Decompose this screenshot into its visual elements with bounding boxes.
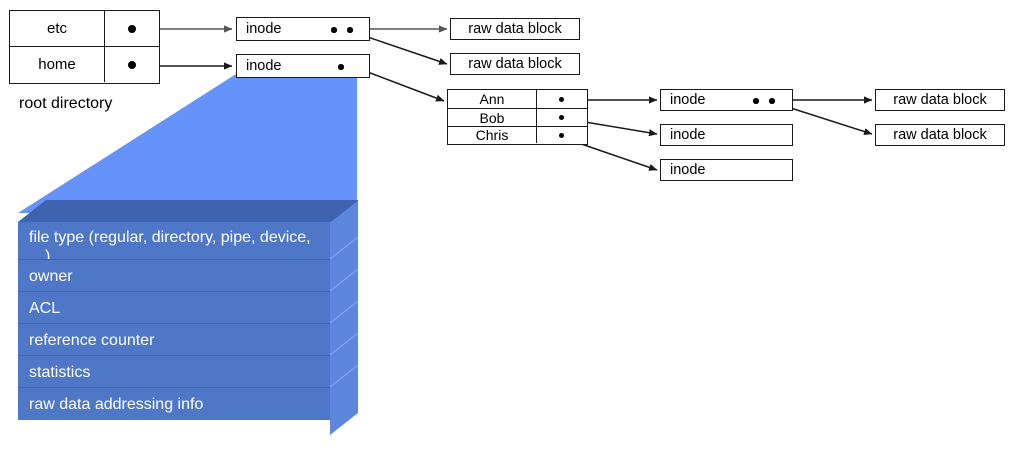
home-entry-pointer-chris [537,127,586,143]
inode-field-reference-counter: reference counter [18,323,330,355]
table-row[interactable]: Chris [448,126,587,143]
inode-pointer-dot-icon [769,98,775,104]
raw-data-block-1[interactable]: raw data block [450,18,580,40]
inode-pointer-dot-icon [331,27,337,33]
link-inodehome-homedir [356,67,445,102]
inode-detail-box: file type (regular, directory, pipe, dev… [18,200,359,455]
home-entry-name-ann: Ann [448,90,537,108]
pointer-dot-icon [559,115,564,120]
pointer-dot-icon [559,132,564,138]
inode-label: inode [246,20,282,37]
raw-data-block-label: raw data block [893,91,987,108]
home-entry-pointer-ann [537,90,586,108]
pointer-dot-icon [559,96,564,102]
raw-data-block-label: raw data block [893,126,987,143]
inode-pointer-dot-icon [753,98,759,104]
raw-data-block-2[interactable]: raw data block [450,53,580,75]
home-directory-table: Ann Bob Chris [447,89,588,145]
inode-field-statistics: statistics [18,355,330,387]
inode-field-raw-data-addressing: raw data addressing info [18,387,330,420]
raw-data-block-3[interactable]: raw data block [875,89,1005,111]
home-entry-pointer-bob [537,109,586,126]
raw-data-block-label: raw data block [468,20,562,37]
inode-label: inode [670,91,706,108]
inode-pointer-dot-icon [347,27,353,33]
inode-box-bob[interactable]: inode [660,124,793,146]
inode-pointer-dot-icon [338,64,344,70]
table-row[interactable]: home [10,46,159,82]
inode-label: inode [670,161,706,178]
pointer-dot-icon [127,24,136,33]
inode-label: inode [670,126,706,143]
inode-box-ann[interactable]: inode [660,89,793,111]
raw-data-block-label: raw data block [468,55,562,72]
inode-field-file-type: file type (regular, directory, pipe, dev… [18,222,330,265]
root-entry-pointer-etc [105,11,158,46]
root-directory-table: etc home [9,10,160,84]
table-row[interactable]: Bob [448,108,587,126]
inode-field-owner: owner [18,259,330,291]
raw-data-block-4[interactable]: raw data block [875,124,1005,146]
zoom-callout-wedge [18,74,357,213]
pointer-dot-icon [127,60,136,69]
table-row[interactable]: etc [10,11,159,46]
inode-box-home[interactable]: inode [236,54,370,78]
table-row[interactable]: Ann [448,90,587,108]
inode-field-acl: ACL [18,291,330,323]
home-entry-name-chris: Chris [448,127,537,143]
root-directory-caption: root directory [19,95,113,112]
root-entry-name-etc: etc [10,11,105,46]
detail-box-top-face [18,200,358,222]
inode-box-chris[interactable]: inode [660,159,793,181]
root-entry-name-home: home [10,47,105,82]
root-entry-pointer-home [105,47,158,82]
home-entry-name-bob: Bob [448,109,537,126]
detail-box-side-faces [330,200,359,435]
inode-box-etc[interactable]: inode [236,17,370,41]
inode-label: inode [246,57,282,74]
